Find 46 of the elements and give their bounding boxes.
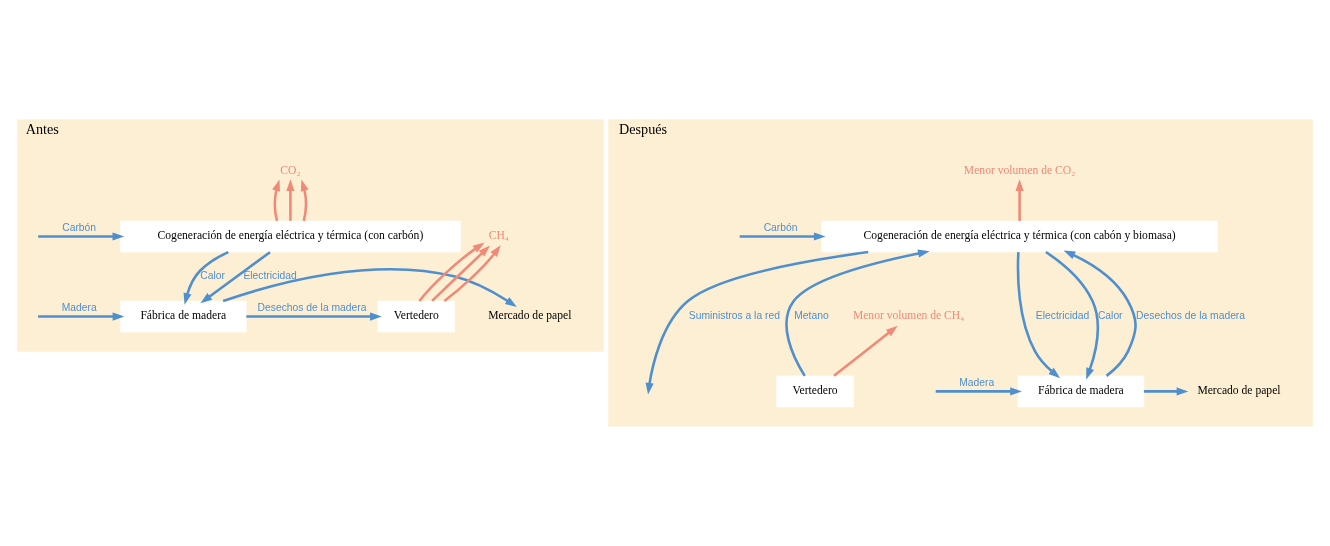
node-text: Menor volumen de CH₄ (852, 309, 965, 323)
arrow (272, 179, 281, 222)
arrow (1015, 179, 1024, 221)
edge-label: Madera (61, 302, 97, 314)
edge-label: Metano (794, 310, 829, 322)
edge-label: Suministros a la red (688, 310, 780, 322)
arrow (1143, 387, 1189, 396)
arrow (1045, 250, 1099, 380)
arrow (200, 251, 271, 304)
arrow (38, 232, 125, 241)
node-box: Fábrica de madera (120, 300, 247, 333)
node-box: Cogeneración de energía eléctrica y térmica (con carbón) (120, 220, 461, 253)
arrow (300, 179, 309, 222)
arrow (739, 232, 826, 241)
edge-label: Electricidad (243, 270, 297, 281)
arrow (286, 179, 295, 221)
arrow (222, 267, 517, 307)
edge-label: Desechos de la madera (257, 302, 367, 314)
node-text: Menor volumen de CO₂ (963, 164, 1076, 178)
edge-label: Carbón (763, 222, 798, 234)
node-box: Vertedero (377, 300, 455, 333)
arrow (1016, 252, 1061, 379)
node-text: CH₄ (488, 229, 509, 243)
node-box: Fábrica de madera (1017, 375, 1145, 408)
arrow (418, 242, 485, 302)
node-box: Cogeneración de energía eléctrica y térmica (con cabón y biomasa) (821, 220, 1218, 253)
arrow (833, 325, 898, 377)
edge-label: Desechos de la madera (1136, 310, 1246, 322)
node-text: Mercado de papel (488, 309, 572, 323)
edge-label: Calor (200, 270, 225, 281)
node-text: CO₂ (280, 164, 301, 178)
arrow (1063, 250, 1137, 377)
arrow (183, 250, 229, 305)
node-text: Mercado de papel (1197, 384, 1281, 398)
edge-label: Carbón (62, 222, 97, 234)
arrow (645, 250, 869, 395)
arrow (935, 387, 1022, 396)
edge-label: Madera (959, 377, 995, 389)
arrow (246, 312, 382, 321)
node-box: Vertedero (776, 375, 854, 408)
edge-label: Calor (1097, 310, 1123, 322)
edge-label: Electricidad (1035, 310, 1090, 322)
arrow (38, 312, 125, 321)
arrow (431, 245, 490, 302)
arrow (785, 249, 930, 377)
arrow (443, 245, 501, 302)
